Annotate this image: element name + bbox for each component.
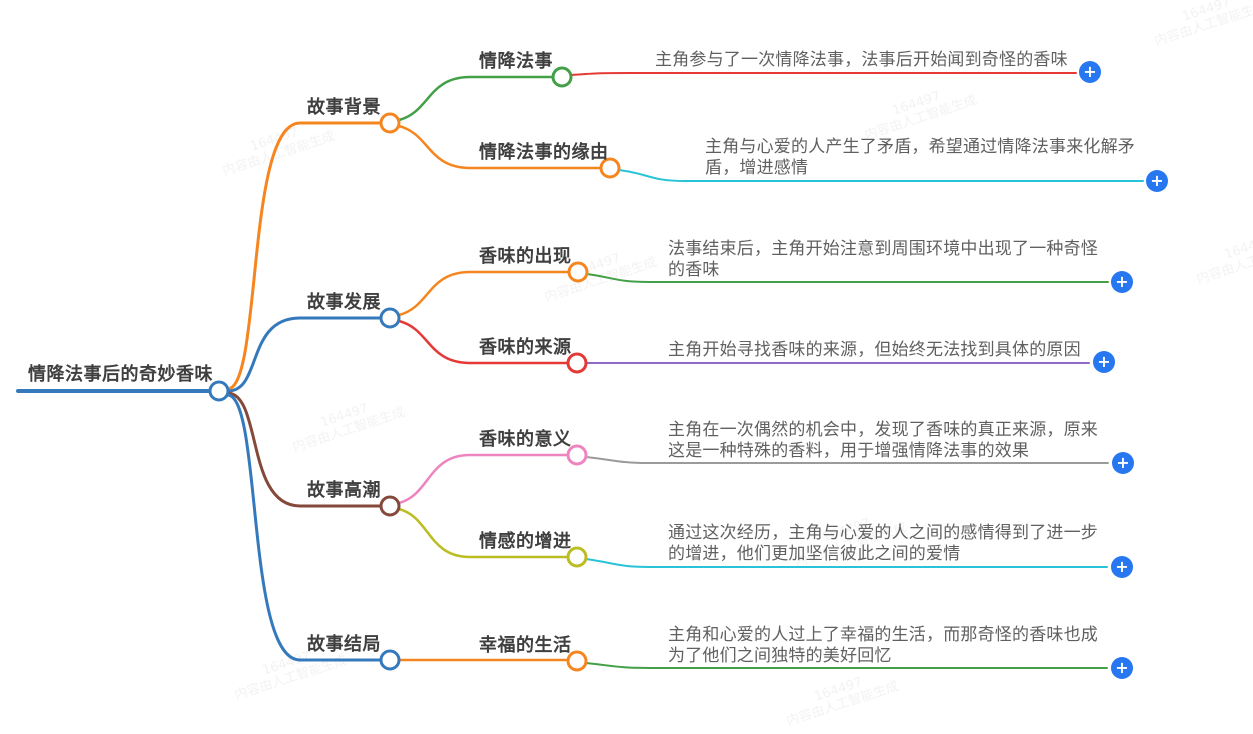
add-child-button-5[interactable]: +	[1112, 452, 1134, 474]
detail-line-6	[585, 558, 1108, 568]
leaf-curve-chuxian	[397, 270, 570, 317]
detail-text-4[interactable]: 主角开始寻找香味的来源，但始终无法找到具体的原因	[668, 340, 1081, 360]
leaf-curve-laiyuan	[397, 319, 569, 365]
leaf-curve-zengjin	[397, 507, 569, 559]
branch-handle-ending[interactable]	[379, 649, 401, 671]
leaf-topic-qingjiangfashi[interactable]: 情降法事	[479, 51, 553, 72]
branch-curve-ending	[226, 393, 382, 662]
detail-line-5	[585, 456, 1109, 464]
detail-line-7	[585, 662, 1108, 669]
branch-curve-background	[226, 121, 382, 391]
branch-topic-ending[interactable]: 故事结局	[307, 634, 381, 655]
leaf-topic-yuanyou[interactable]: 情降法事的缘由	[479, 142, 609, 163]
leaf-handle-laiyuan[interactable]	[566, 352, 588, 374]
detail-text-6[interactable]: 通过这次经历，主角与心爱的人之间的感情得到了进一步的增进，他们更加坚信彼此之间的…	[668, 523, 1098, 564]
leaf-curve-yuanyou	[397, 124, 602, 170]
leaf-curve-qingjiangfashi	[397, 75, 554, 122]
detail-line-3	[586, 273, 1109, 283]
branch-curve-climax	[226, 391, 382, 508]
add-child-button-1[interactable]: +	[1079, 61, 1101, 83]
detail-text-2[interactable]: 主角与心爱的人产生了矛盾，希望通过情降法事来化解矛盾，增进感情	[705, 137, 1135, 178]
branch-topic-development[interactable]: 故事发展	[307, 292, 381, 313]
add-child-button-3[interactable]: +	[1111, 271, 1133, 293]
leaf-handle-qingjiangfashi[interactable]	[551, 66, 573, 88]
root-topic[interactable]: 情降法事后的奇妙香味	[28, 364, 213, 385]
detail-text-1[interactable]: 主角参与了一次情降法事，法事后开始闻到奇怪的香味	[655, 50, 1068, 70]
leaf-handle-shenghuo[interactable]	[566, 650, 588, 672]
add-child-button-7[interactable]: +	[1111, 657, 1133, 679]
detail-text-3[interactable]: 法事结束后，主角开始注意到周围环境中出现了一种奇怪的香味	[668, 239, 1098, 280]
branch-handle-development[interactable]	[379, 307, 401, 329]
leaf-curve-yiyi	[397, 453, 569, 505]
add-child-button-6[interactable]: +	[1111, 556, 1133, 578]
leaf-topic-zengjin[interactable]: 情感的增进	[479, 531, 572, 552]
branch-curve-development	[226, 316, 382, 393]
branch-topic-background[interactable]: 故事背景	[307, 97, 381, 118]
root-node-handle[interactable]	[208, 380, 230, 402]
leaf-handle-zengjin[interactable]	[566, 546, 588, 568]
leaf-topic-chuxian[interactable]: 香味的出现	[479, 246, 572, 267]
leaf-handle-chuxian[interactable]	[567, 261, 589, 283]
leaf-handle-yuanyou[interactable]	[599, 157, 621, 179]
add-child-button-4[interactable]: +	[1093, 351, 1115, 373]
branch-handle-climax[interactable]	[379, 495, 401, 517]
branch-topic-climax[interactable]: 故事高潮	[307, 480, 381, 501]
branch-handle-background[interactable]	[379, 112, 401, 134]
detail-text-7[interactable]: 主角和心爱的人过上了幸福的生活，而那奇怪的香味也成为了他们之间独特的美好回忆	[668, 625, 1098, 666]
detail-text-5[interactable]: 主角在一次偶然的机会中，发现了香味的真正来源，原来这是一种特殊的香料，用于增强情…	[668, 420, 1098, 461]
add-child-button-2[interactable]: +	[1146, 170, 1168, 192]
detail-line-1	[570, 72, 1077, 76]
leaf-topic-yiyi[interactable]: 香味的意义	[479, 429, 572, 450]
leaf-topic-shenghuo[interactable]: 幸福的生活	[479, 635, 572, 656]
detail-line-2	[618, 169, 1144, 182]
leaf-handle-yiyi[interactable]	[566, 444, 588, 466]
leaf-topic-laiyuan[interactable]: 香味的来源	[479, 337, 572, 358]
